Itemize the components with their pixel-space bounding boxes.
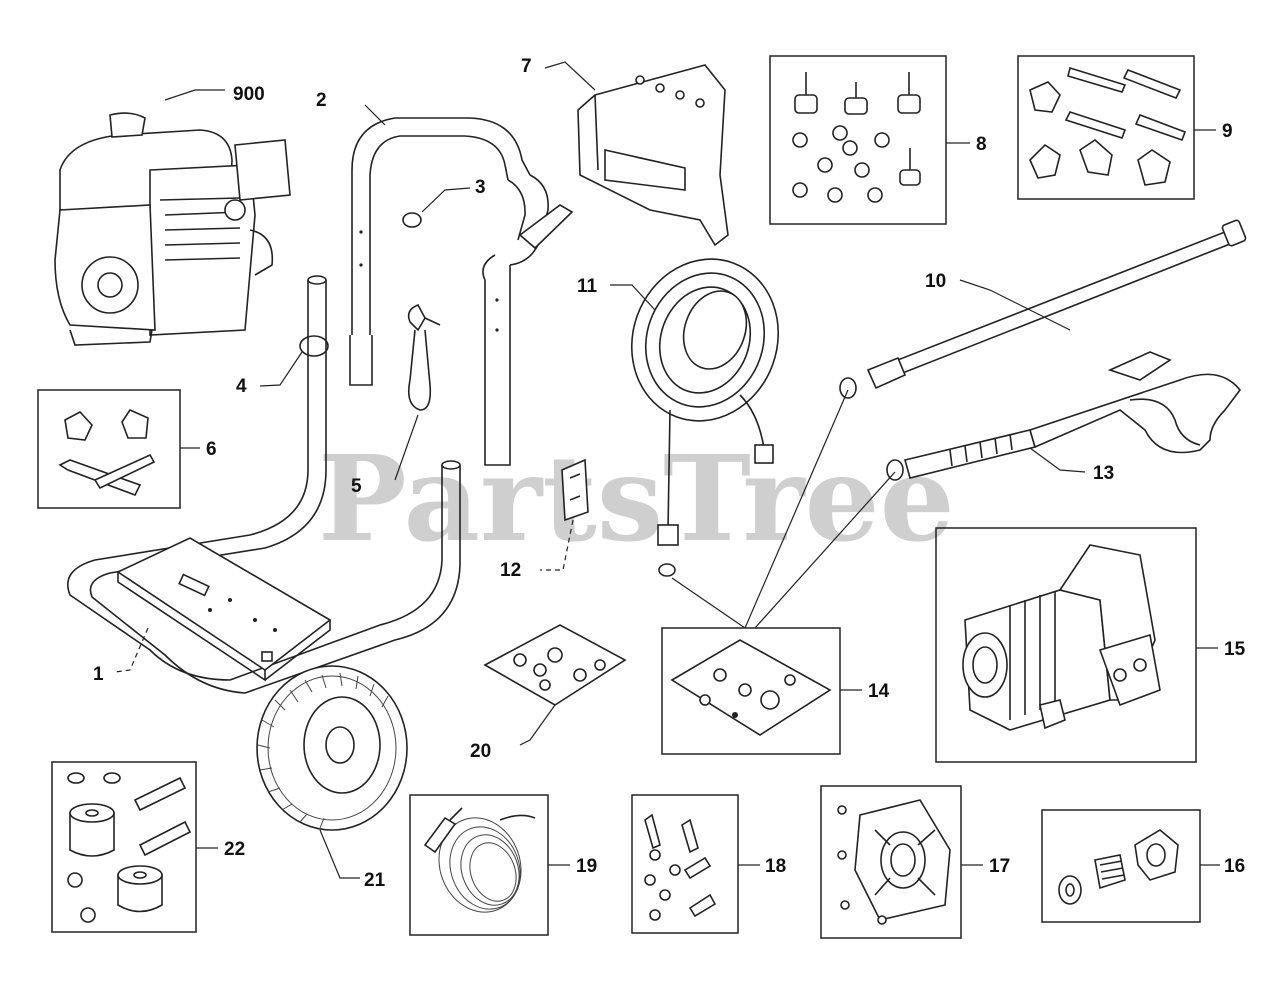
label-8: 8 bbox=[976, 134, 987, 155]
part-17-kit-box[interactable] bbox=[820, 785, 962, 939]
part-18-hardware bbox=[644, 813, 717, 921]
label-7: 7 bbox=[521, 56, 532, 77]
part-9-hardware bbox=[1029, 66, 1187, 186]
part-900-engine[interactable] bbox=[54, 112, 291, 346]
part-6-kit-box[interactable] bbox=[37, 389, 181, 509]
label-17: 17 bbox=[989, 856, 1010, 877]
part-15-pump bbox=[962, 544, 1161, 731]
part-15-kit-box[interactable] bbox=[935, 527, 1197, 763]
part-3-grommet[interactable] bbox=[402, 212, 422, 228]
part-8-kit-box[interactable] bbox=[769, 55, 947, 225]
part-9-kit-box[interactable] bbox=[1017, 55, 1195, 200]
part-8-hardware bbox=[792, 72, 921, 203]
label-19: 19 bbox=[576, 856, 597, 877]
o-ring-upper bbox=[839, 377, 857, 399]
label-21: 21 bbox=[364, 870, 386, 891]
part-12-clip[interactable] bbox=[561, 458, 589, 522]
part-17-plate bbox=[837, 799, 951, 925]
label-2: 2 bbox=[316, 90, 327, 111]
part-1-frame[interactable] bbox=[67, 275, 461, 694]
label-900: 900 bbox=[233, 84, 265, 105]
part-14-kit-box[interactable] bbox=[661, 627, 841, 755]
label-3: 3 bbox=[475, 177, 486, 198]
label-1: 1 bbox=[93, 664, 104, 685]
label-13: 13 bbox=[1093, 463, 1114, 484]
label-22: 22 bbox=[224, 839, 245, 860]
part-18-kit-box[interactable] bbox=[631, 794, 739, 934]
label-16: 16 bbox=[1224, 856, 1245, 877]
part-2-handle[interactable] bbox=[349, 117, 574, 466]
part-19-hose bbox=[423, 807, 536, 913]
part-10-wand[interactable] bbox=[866, 219, 1247, 390]
part-16-kit-box[interactable] bbox=[1041, 809, 1201, 923]
label-14: 14 bbox=[868, 681, 890, 702]
part-4-cap[interactable] bbox=[299, 335, 329, 357]
part-7-shroud[interactable] bbox=[577, 64, 729, 247]
part-14-seal-kit bbox=[670, 639, 832, 736]
label-6: 6 bbox=[206, 439, 217, 460]
part-13-gun[interactable] bbox=[904, 351, 1242, 479]
label-15: 15 bbox=[1224, 639, 1246, 660]
label-18: 18 bbox=[765, 856, 786, 877]
part-5-strap[interactable] bbox=[407, 304, 441, 411]
label-5: 5 bbox=[351, 476, 362, 497]
label-4: 4 bbox=[236, 376, 247, 397]
part-11-hose[interactable] bbox=[609, 238, 800, 577]
label-10: 10 bbox=[925, 271, 946, 292]
part-21-wheel[interactable] bbox=[256, 665, 408, 831]
label-12: 12 bbox=[500, 560, 521, 581]
part-6-hardware bbox=[58, 408, 156, 497]
part-14-leader-lines bbox=[671, 389, 896, 629]
label-20: 20 bbox=[470, 741, 491, 762]
watermark: PartsTree bbox=[318, 429, 955, 568]
part-16-hardware bbox=[1058, 829, 1179, 905]
o-ring-lower bbox=[886, 459, 904, 481]
label-11: 11 bbox=[577, 276, 598, 297]
label-9: 9 bbox=[1222, 121, 1233, 142]
part-22-kit-box[interactable] bbox=[51, 761, 197, 933]
part-20-fittings-bag[interactable] bbox=[483, 624, 627, 706]
part-22-hardware bbox=[67, 772, 192, 923]
